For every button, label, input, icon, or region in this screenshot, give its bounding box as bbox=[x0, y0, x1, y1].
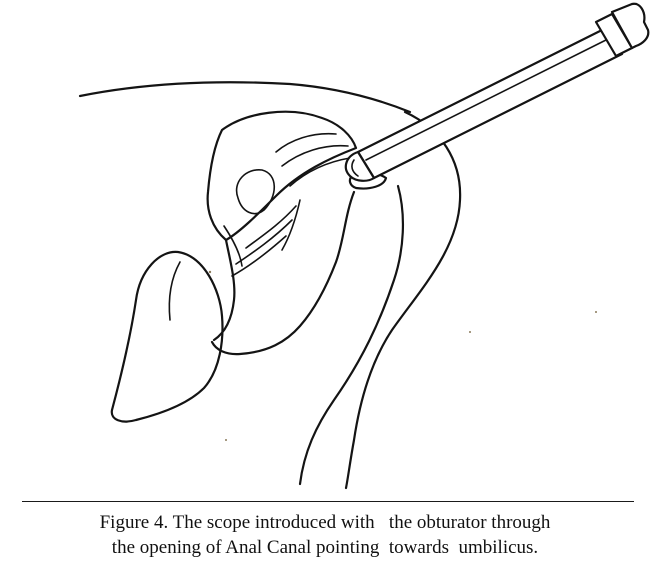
obturator-tip-highlight bbox=[351, 159, 359, 177]
perianal-fold-inner-loop bbox=[235, 169, 276, 215]
scope-barrel bbox=[356, 26, 624, 180]
ink-speck bbox=[225, 439, 227, 441]
caption-line-1: Figure 4. The scope introduced with the … bbox=[99, 512, 551, 533]
fold-streak-7 bbox=[223, 225, 243, 267]
obturator-tip bbox=[344, 150, 376, 182]
ink-speck bbox=[469, 331, 471, 333]
anatomical-illustration bbox=[78, 2, 650, 490]
perianal-fold-outer bbox=[206, 110, 358, 242]
scrotal-inner-fold bbox=[168, 261, 181, 321]
buttock-contour-line bbox=[344, 110, 462, 490]
scope-handle-cap bbox=[610, 2, 650, 50]
scope-barrel-line bbox=[365, 37, 611, 161]
figure-caption: Figure 4. The scope introduced with the … bbox=[10, 510, 640, 560]
caption-divider bbox=[22, 501, 634, 502]
fold-streak-8 bbox=[281, 199, 301, 251]
proctoscope bbox=[344, 2, 650, 182]
fold-streak-2 bbox=[281, 144, 349, 167]
fold-streak-4 bbox=[245, 205, 297, 249]
scrotal-contour bbox=[110, 250, 224, 423]
inner-thigh-line bbox=[298, 184, 405, 486]
body-contour-line bbox=[78, 81, 412, 114]
inner-buttock-line bbox=[210, 190, 356, 356]
ink-speck bbox=[595, 311, 597, 313]
fold-streak-1 bbox=[275, 132, 337, 153]
fold-streak-3 bbox=[289, 157, 351, 187]
fold-streak-6 bbox=[231, 235, 287, 277]
ink-speck bbox=[208, 270, 212, 274]
caption-line-2: the opening of Anal Canal pointing towar… bbox=[111, 537, 539, 558]
